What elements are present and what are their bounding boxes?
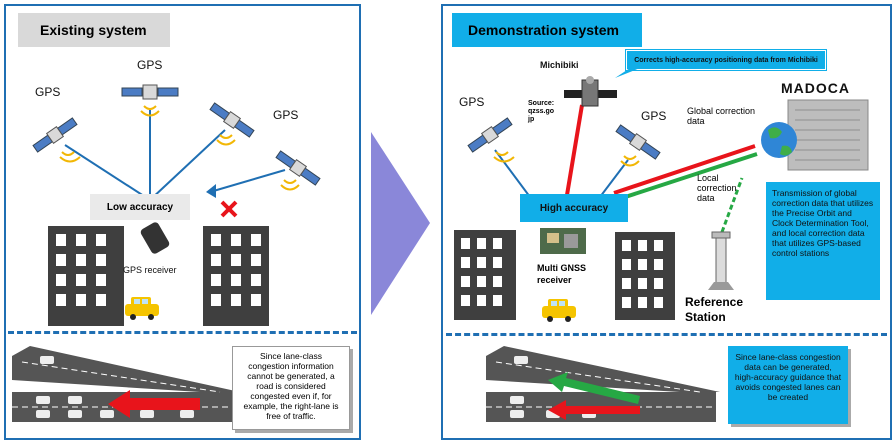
gps-label: GPS — [137, 58, 163, 72]
multi-gnss-receiver-label: Multi GNSS receiver — [537, 263, 586, 285]
high-accuracy-label: High accuracy — [520, 194, 628, 222]
madoca-server-icon — [787, 99, 869, 171]
satellite-icon — [209, 102, 255, 138]
gps-label: GPS — [273, 108, 299, 122]
taxi-icon — [125, 297, 159, 320]
gps-receiver-icon — [140, 222, 170, 254]
building-icon — [48, 226, 124, 326]
gps-label: GPS — [641, 109, 667, 123]
road-scene — [486, 346, 720, 422]
reference-station-icon — [708, 231, 734, 290]
taxi-icon — [542, 299, 576, 322]
michibiki-satellite-icon — [564, 76, 617, 107]
transmission-note: Transmission of global correction data t… — [766, 182, 880, 300]
globe-icon — [761, 122, 797, 158]
michibiki-label: Michibiki — [540, 60, 579, 70]
gps-receiver-label: GPS receiver — [123, 265, 177, 275]
satellite-icon — [467, 117, 513, 153]
existing-system-title: Existing system — [18, 13, 170, 47]
satellite-icon — [32, 117, 78, 153]
satellite-icon — [275, 150, 321, 186]
source-label: Source: qzss.go jp — [528, 100, 555, 123]
building-icon — [203, 226, 269, 326]
satellite-icon — [615, 124, 661, 160]
local-correction-label: Local correction data — [697, 173, 737, 203]
gnss-receiver-icon — [540, 228, 586, 254]
gps-label: GPS — [459, 95, 485, 109]
madoca-label: MADOCA — [781, 80, 850, 96]
satellite-icon — [121, 84, 179, 100]
section-divider — [8, 331, 357, 334]
michibiki-callout: Corrects high-accuracy positioning data … — [626, 50, 826, 70]
gps-label: GPS — [35, 85, 61, 99]
global-correction-label: Global correction data — [687, 106, 756, 126]
low-accuracy-label: Low accuracy — [90, 194, 190, 220]
reference-station-label: Reference Station — [685, 295, 744, 324]
section-divider — [446, 333, 887, 336]
building-icon — [454, 230, 516, 320]
building-icon — [615, 232, 675, 320]
road-scene — [12, 346, 240, 422]
demonstration-system-title: Demonstration system — [452, 13, 642, 47]
existing-note: Since lane-class congestion information … — [232, 346, 350, 430]
demonstration-note: Since lane-class congestion data can be … — [728, 346, 848, 424]
